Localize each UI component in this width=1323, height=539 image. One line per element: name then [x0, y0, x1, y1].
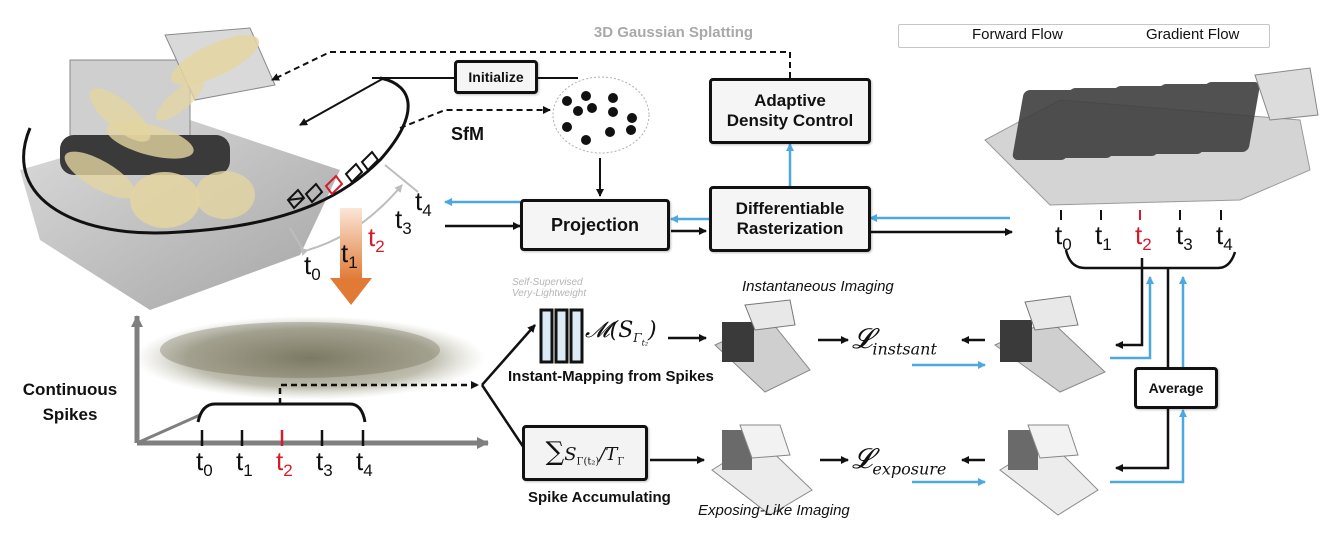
projection-box: Projection [520, 199, 670, 251]
projection-label: Projection [550, 214, 639, 235]
spike-accumulating-caption: Spike Accumulating [528, 489, 671, 506]
initialize-box: Initialize [454, 60, 538, 94]
exposure-render-image [999, 424, 1099, 516]
time-label-render-t0: t0 [1055, 220, 1072, 255]
time-label-render-t2: t2 [1135, 220, 1152, 255]
time-label-spike-t1: t1 [236, 446, 253, 481]
instant-loss: 𝓛instsant [852, 322, 937, 359]
exposing-like-imaging-title: Exposing-Like Imaging [698, 502, 850, 519]
differentiable-rasterization-box: Differentiable Rasterization [709, 186, 871, 252]
diff-raster-line2: Rasterization [736, 219, 844, 238]
time-label-cam-t2: t2 [368, 222, 385, 257]
initialize-label: Initialize [468, 68, 524, 85]
legend-forward-label: Forward Flow [972, 26, 1063, 43]
adaptive-density-control-box: Adaptive Density Control [709, 78, 871, 144]
legend-gradient-label: Gradient Flow [1146, 26, 1240, 43]
mapping-formula: 𝓜(SΓt₂) [585, 318, 657, 348]
continuous-spikes-label: Continuous Spikes [22, 380, 118, 424]
average-label: Average [1148, 379, 1204, 396]
legend [898, 24, 1270, 48]
time-label-cam-t3: t3 [395, 204, 412, 239]
instantaneous-imaging-title: Instantaneous Imaging [742, 278, 894, 295]
instant-render-image [994, 295, 1106, 393]
mapping-network-icon [539, 308, 584, 364]
accum-formula: ∑SΓ(t₂)/TΓ [545, 436, 625, 468]
average-box: Average [1134, 367, 1218, 409]
orange-arrow-shaft [340, 208, 362, 280]
time-label-cam-t4: t4 [415, 186, 432, 221]
spike-accumulating-box: ∑SΓ(t₂)/TΓ [522, 425, 648, 481]
sfm-point-cloud [552, 76, 650, 154]
instant-mapping-caption: Instant-Mapping from Spikes [508, 368, 714, 385]
time-label-render-t1: t1 [1095, 220, 1112, 255]
input-scene-image [20, 27, 340, 310]
time-label-spike-t4: t4 [356, 446, 373, 481]
time-label-spike-t3: t3 [316, 446, 333, 481]
adaptive-line2: Density Control [726, 111, 854, 130]
time-label-render-t3: t3 [1176, 220, 1193, 255]
exposure-loss: 𝓛exposure [852, 442, 947, 479]
adaptive-line1: Adaptive [754, 91, 826, 111]
rendered-views-stack [984, 67, 1319, 206]
camera-trajectory [22, 76, 410, 235]
time-label-cam-t0: t0 [304, 250, 321, 285]
spike-cloud [135, 316, 485, 400]
time-label-cam-t1: t1 [341, 238, 358, 273]
exposure-pred-image [711, 424, 813, 516]
instant-pred-image [714, 299, 811, 393]
self-supervised-note: Self-Supervised Very-Lightweight [512, 277, 587, 299]
time-label-spike-t0: t0 [196, 446, 213, 481]
diff-raster-line1: Differentiable [735, 199, 845, 219]
sfm-label: SfM [451, 124, 484, 144]
orange-arrow-head [330, 278, 372, 305]
point-cloud-dots [562, 91, 637, 145]
time-label-render-t4: t4 [1216, 220, 1233, 255]
gaussian-splatting-title: 3D Gaussian Splatting [593, 24, 754, 41]
time-label-spike-t2: t2 [276, 446, 293, 481]
